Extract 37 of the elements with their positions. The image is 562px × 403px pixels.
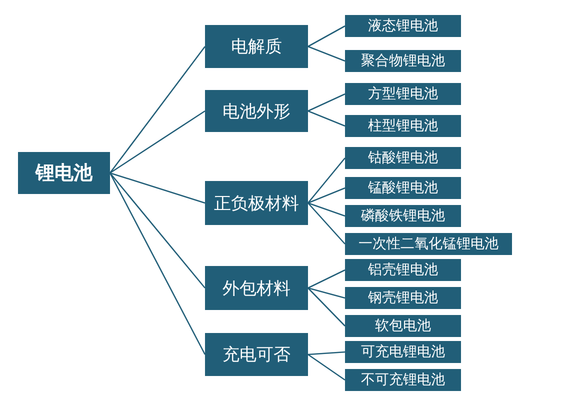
connector-line (308, 288, 346, 326)
leaf-box: 方型锂电池 (345, 83, 461, 105)
leaf-box: 可充电锂电池 (345, 341, 461, 363)
connector-line (109, 172, 206, 355)
connector-line (308, 354, 346, 381)
category-box: 正负极材料 (205, 181, 308, 225)
category-box: 充电可否 (205, 333, 308, 376)
category-box: 电解质 (205, 25, 308, 68)
connector-line (109, 46, 206, 174)
leaf-box: 软包电池 (345, 315, 461, 337)
leaf-box: 不可充锂电池 (345, 369, 461, 391)
connector-line (308, 202, 346, 244)
connector-line (110, 110, 206, 174)
leaf-box: 钴酸锂电池 (345, 147, 461, 169)
leaf-box: 柱型锂电池 (345, 115, 461, 137)
leaf-box: 聚合物锂电池 (345, 50, 461, 72)
connector-line (308, 202, 346, 217)
connector-line (110, 172, 206, 204)
leaf-box: 钢壳锂电池 (345, 287, 461, 309)
leaf-box: 磷酸铁锂电池 (345, 205, 461, 227)
leaf-box: 液态锂电池 (345, 15, 461, 37)
connector-line (110, 172, 206, 288)
leaf-box: 一次性二氧化锰锂电池 (345, 233, 512, 255)
connector-line (308, 287, 346, 299)
connector-line (308, 25, 346, 48)
leaf-box: 锰酸锂电池 (345, 177, 461, 199)
connector-line (308, 110, 346, 127)
category-box: 外包材料 (205, 266, 308, 310)
leaf-box: 铝壳锂电池 (345, 259, 461, 281)
connector-line (308, 351, 346, 356)
connector-line (308, 93, 346, 112)
connector-line (308, 187, 346, 204)
root-box: 锂电池 (18, 152, 110, 194)
connector-line (308, 158, 346, 204)
connector-line (308, 269, 346, 289)
category-box: 电池外形 (205, 90, 308, 132)
connector-line (308, 46, 346, 62)
